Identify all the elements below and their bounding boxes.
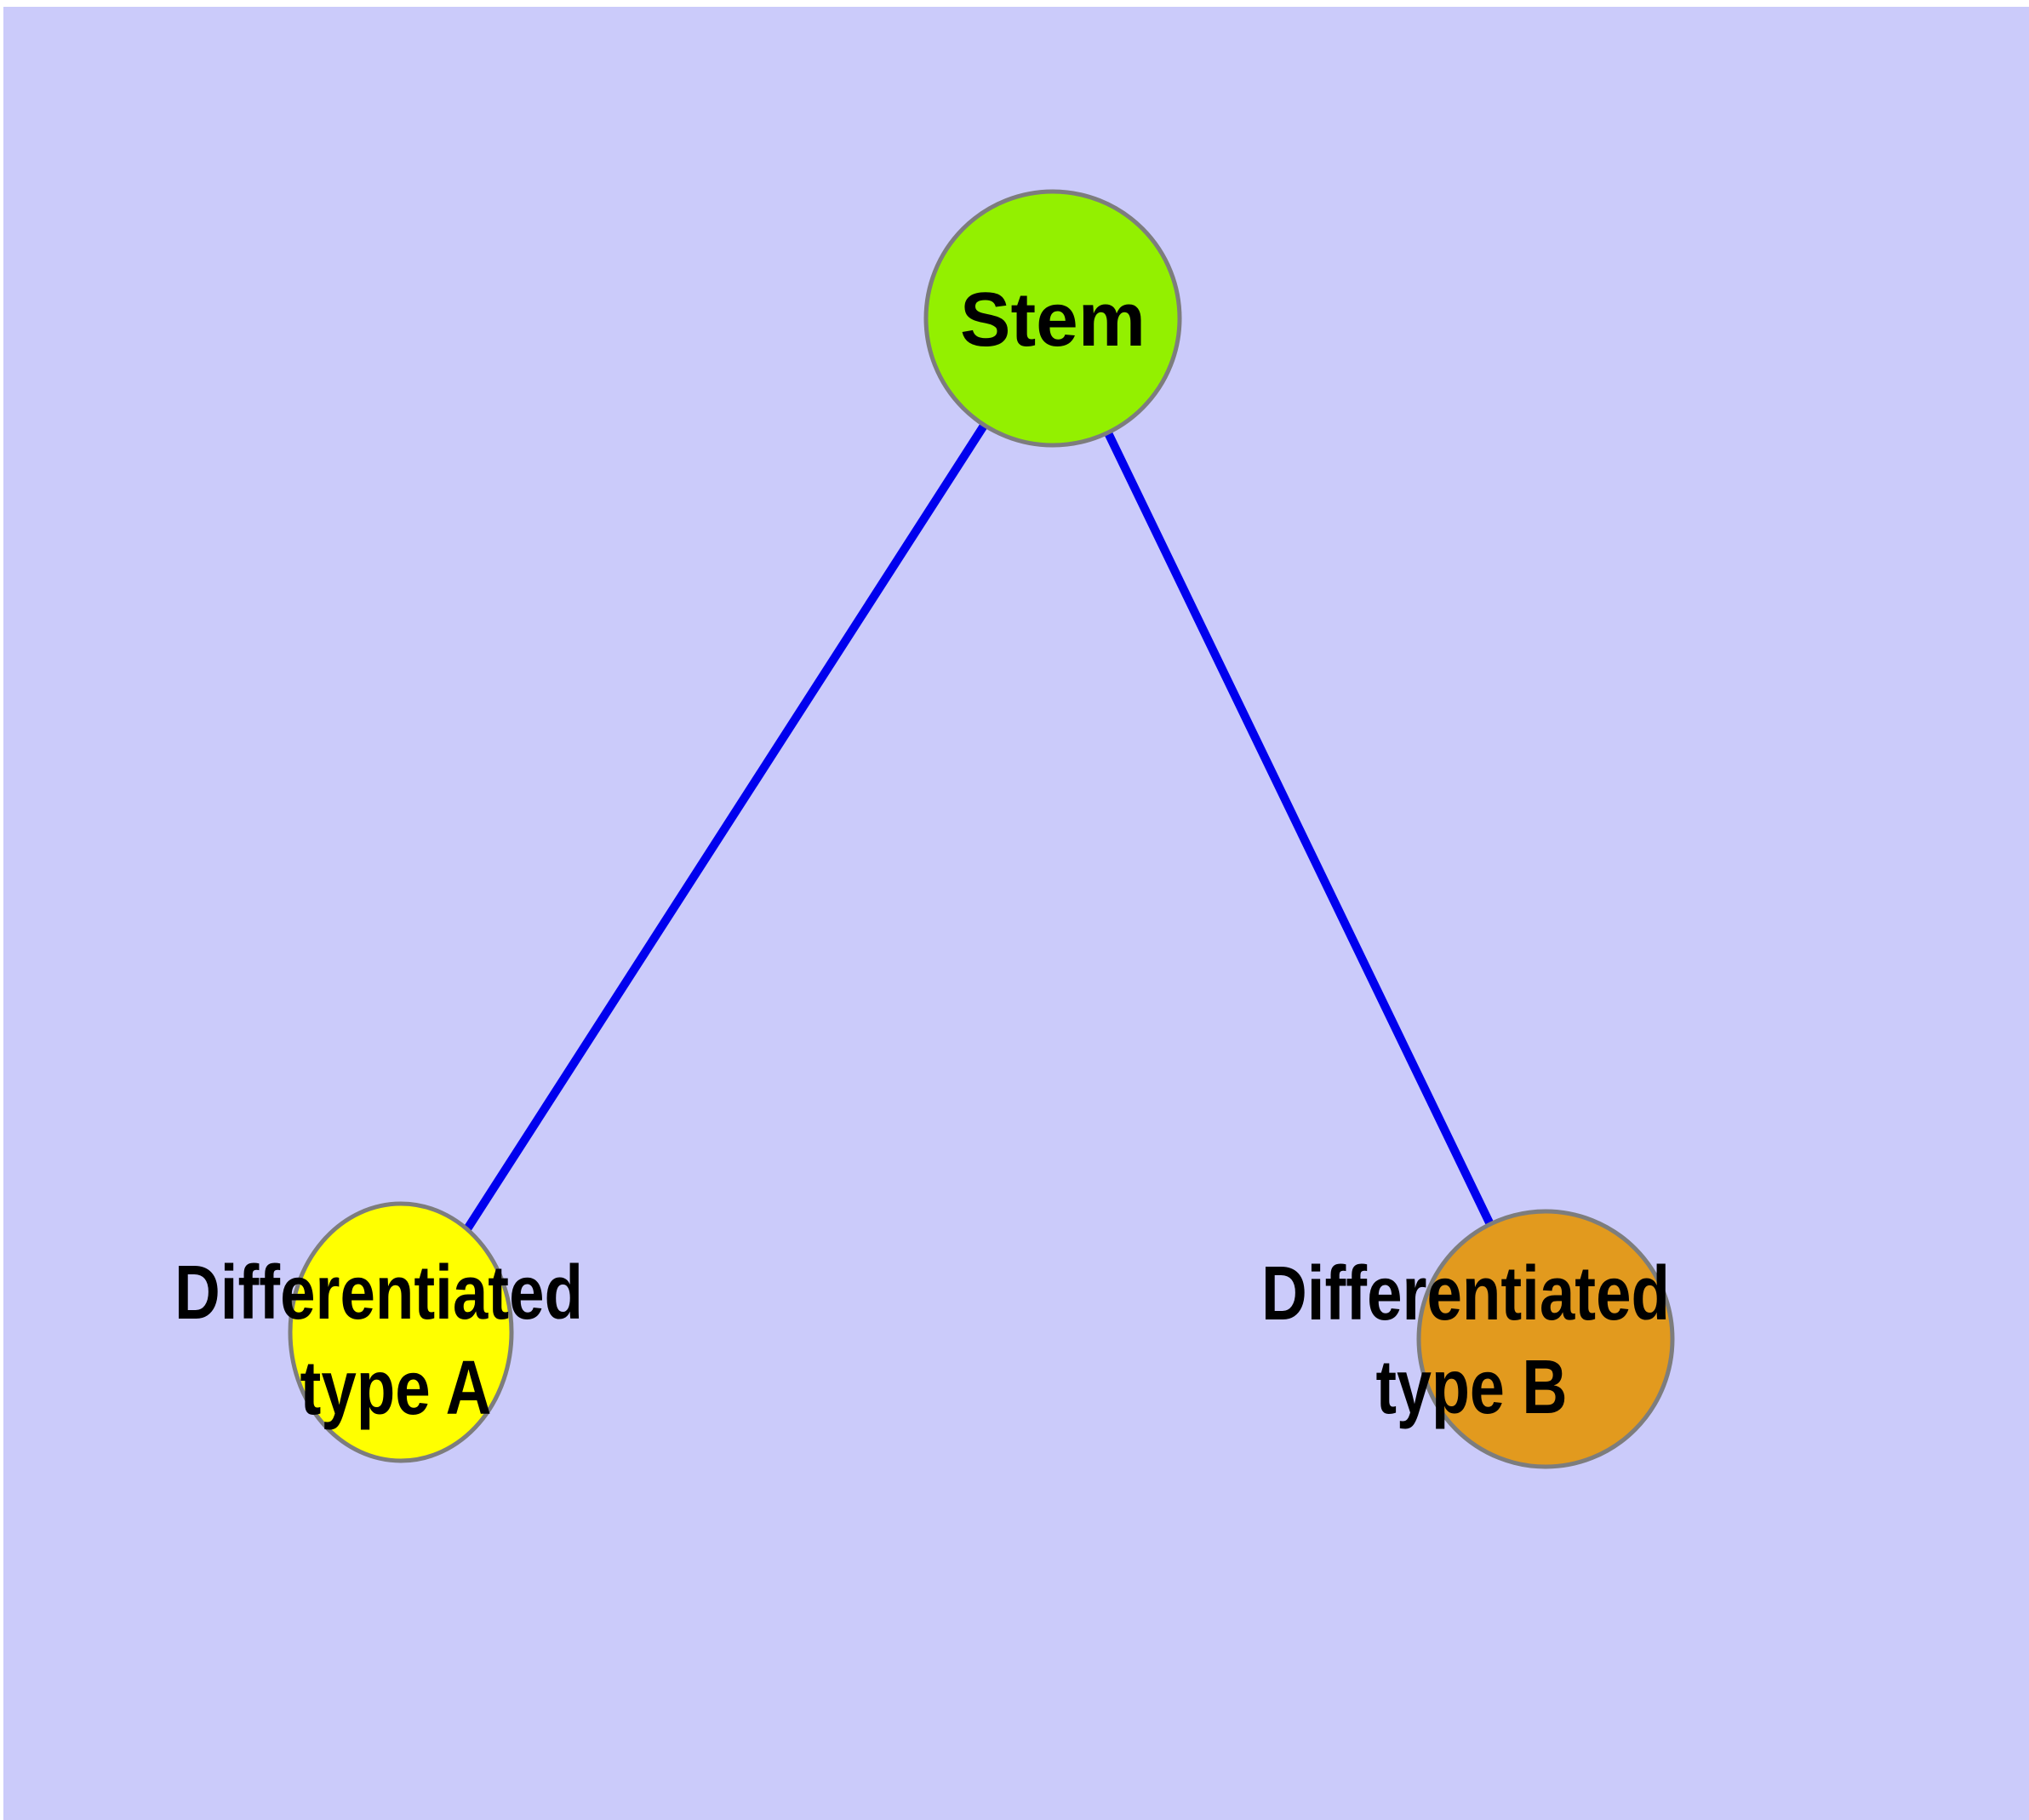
- edge-stem-to-type-a: [397, 316, 1057, 1335]
- node-stem: [923, 189, 1182, 448]
- node-type-b-label-line1: Differentiated: [1261, 1251, 1670, 1336]
- node-type-a-label-line2: type A: [300, 1346, 492, 1431]
- edge-stem-to-type-b: [1049, 316, 1550, 1342]
- node-type-b-label-line2: type B: [1376, 1345, 1568, 1430]
- node-type-a-label-line1: Differentiated: [174, 1251, 583, 1336]
- node-differentiated-type-a: [288, 1201, 514, 1463]
- node-stem-label: Stem: [960, 278, 1146, 363]
- node-differentiated-type-b: [1416, 1209, 1675, 1469]
